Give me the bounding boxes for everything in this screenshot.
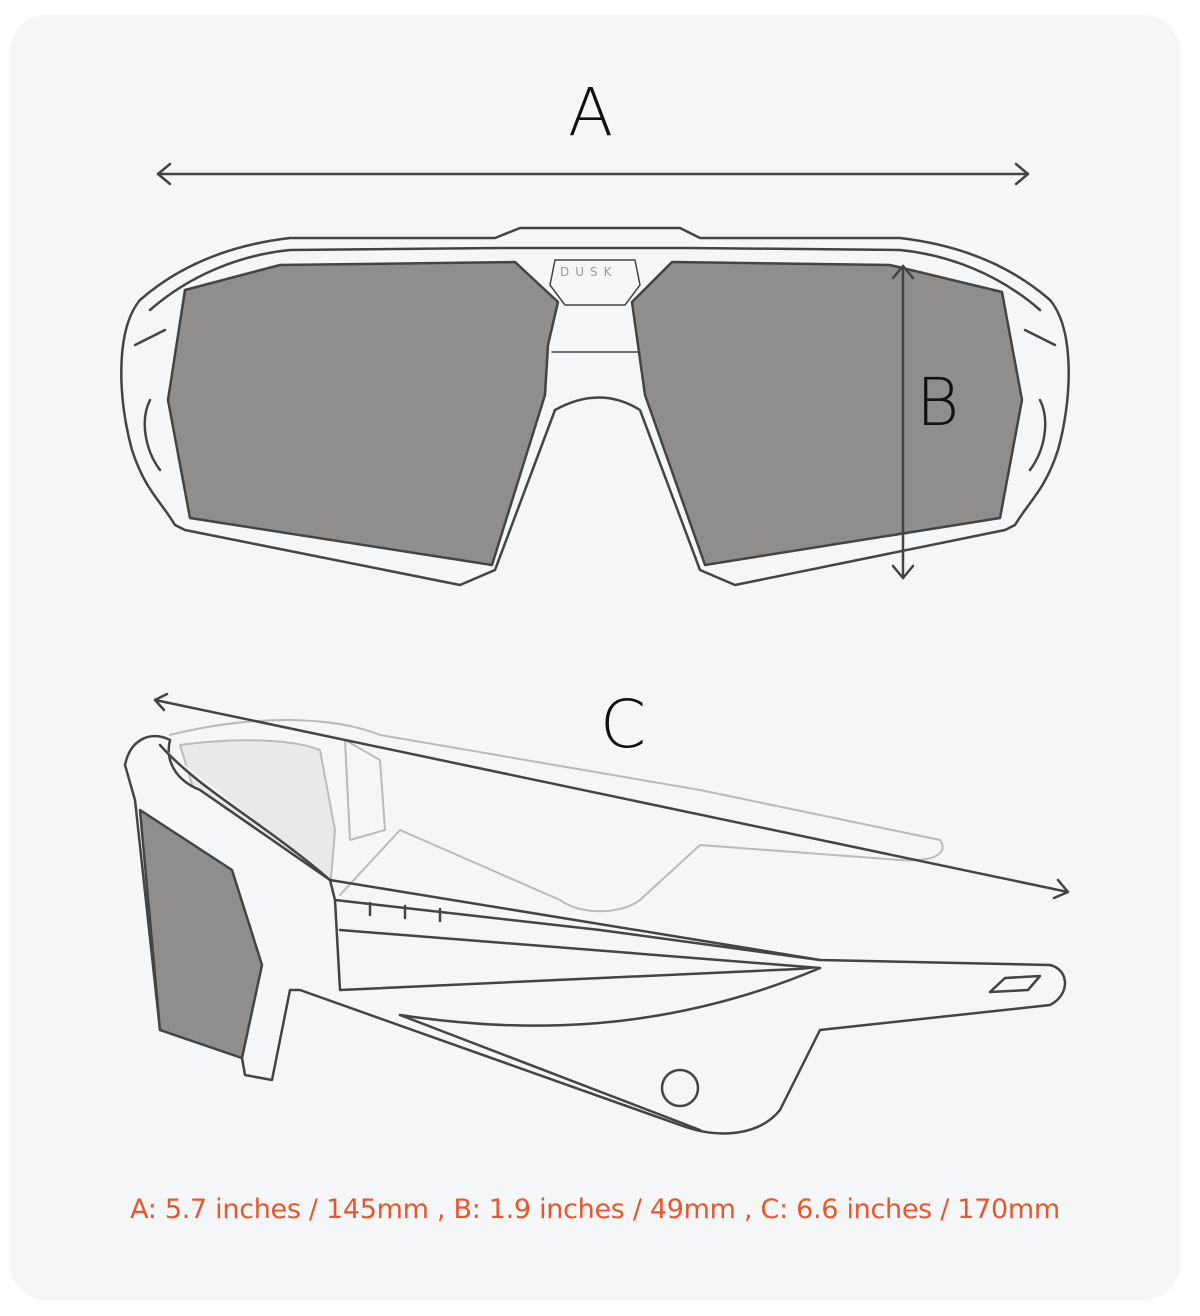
- side-view-frame: [123, 734, 1067, 1135]
- dimension-a-label: A: [568, 74, 614, 151]
- brand-logo: DUSK: [560, 265, 618, 279]
- dimension-b-label: B: [916, 364, 960, 441]
- dimension-b-arrow: [891, 264, 915, 580]
- dimension-c-arrow: [153, 692, 1070, 900]
- left-lens: [166, 260, 560, 567]
- front-view-frame: [120, 226, 1070, 587]
- dimensions-caption: A: 5.7 inches / 145mm , B: 1.9 inches / …: [130, 1194, 1060, 1225]
- dimension-a-arrow: [156, 162, 1030, 186]
- right-lens: [630, 260, 1024, 567]
- dimension-c-label: C: [600, 686, 647, 763]
